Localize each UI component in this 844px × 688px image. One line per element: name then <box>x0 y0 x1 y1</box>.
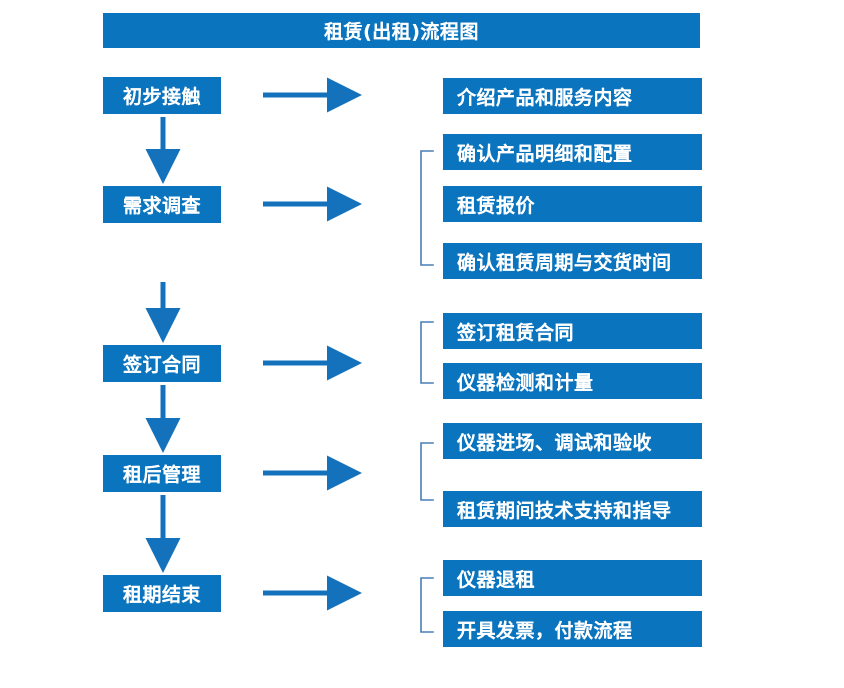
detail-box-9[interactable]: 仪器退租 <box>443 560 702 596</box>
detail-box-7[interactable]: 仪器进场、调试和验收 <box>443 423 702 459</box>
bracket-group-3 <box>420 321 434 384</box>
stage-box-5[interactable]: 租期结束 <box>103 575 221 612</box>
detail-box-10[interactable]: 开具发票，付款流程 <box>443 611 702 647</box>
bracket-group-5 <box>420 577 434 633</box>
detail-box-3[interactable]: 租赁报价 <box>443 186 702 222</box>
stage-box-3[interactable]: 签订合同 <box>103 345 221 382</box>
detail-box-1[interactable]: 介绍产品和服务内容 <box>443 78 702 114</box>
detail-box-5[interactable]: 签订租赁合同 <box>443 313 702 349</box>
detail-box-6[interactable]: 仪器检测和计量 <box>443 363 702 399</box>
stage-box-2[interactable]: 需求调查 <box>103 186 221 223</box>
detail-box-2[interactable]: 确认产品明细和配置 <box>443 134 702 170</box>
bracket-group-2 <box>420 150 434 266</box>
flowchart-title: 租赁(出租)流程图 <box>103 13 700 48</box>
stage-box-4[interactable]: 租后管理 <box>103 455 221 492</box>
detail-box-4[interactable]: 确认租赁周期与交货时间 <box>443 243 702 279</box>
bracket-group-4 <box>420 442 434 501</box>
stage-box-1[interactable]: 初步接触 <box>103 77 221 114</box>
detail-box-8[interactable]: 租赁期间技术支持和指导 <box>443 491 702 527</box>
